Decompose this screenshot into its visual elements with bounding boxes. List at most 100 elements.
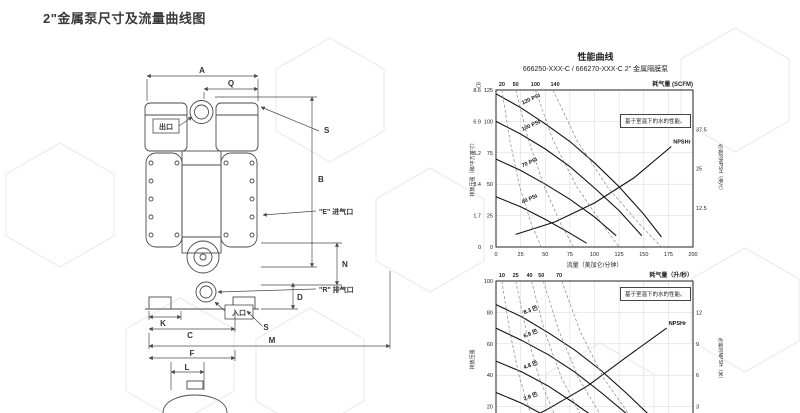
top-tick-label: 20 xyxy=(499,82,505,88)
dim-label-d: D xyxy=(297,293,303,302)
series-50 xyxy=(542,280,600,413)
plot-frame xyxy=(495,89,694,248)
series-140 xyxy=(552,89,662,248)
dimension-labels: A Q S B "E" 进气口 N "R" 排气口 D K C 入口 S M F… xyxy=(159,66,354,372)
dim-label-q: Q xyxy=(228,79,234,88)
y-tick-label: 60 xyxy=(487,342,493,348)
y-tick-label: 80 xyxy=(487,310,493,316)
performance-chart-us: 性能曲线 666250-XXX-C / 666270-XXX-C 2" 金属隔膜… xyxy=(468,50,724,276)
y-tick-label: 50 xyxy=(487,182,493,188)
series-NPSHr xyxy=(539,327,668,413)
pump-outline xyxy=(144,100,259,413)
series-6.9 巴 xyxy=(495,327,627,413)
chart-note-us: 基于室温下的水的性能。 xyxy=(620,114,691,128)
top-axis-label: 耗气量（升/秒） xyxy=(649,271,693,279)
y-unit2-label: 巴 xyxy=(476,83,481,89)
x-tick-label: 0 xyxy=(494,252,497,258)
chart-title: 性能曲线 xyxy=(577,52,614,62)
y-bar-tick-label: 8.6 xyxy=(473,88,481,94)
chart-note-metric: 基于室温下的水的性能。 xyxy=(620,287,691,301)
y-tick-label: 100 xyxy=(484,279,493,285)
series-70 xyxy=(561,280,629,413)
y-tick-label: 75 xyxy=(487,151,493,157)
top-tick-label: 50 xyxy=(538,273,544,279)
series-40 xyxy=(531,280,581,413)
port-label-inlet: 入口 xyxy=(231,309,246,317)
plot-frame xyxy=(495,280,694,413)
y-bar-tick-label: 0 xyxy=(478,245,481,251)
x-axis-label: 流量（美加仑/分钟） xyxy=(567,261,623,269)
y-axis-label: 排放压强 xyxy=(469,349,476,369)
pump-dimension-diagram: A Q S B "E" 进气口 N "R" 排气口 D K C 入口 S M F… xyxy=(144,66,391,413)
y2-axis-label: 必需的NPSH（米） xyxy=(717,338,723,382)
y-tick-label: 125 xyxy=(484,88,493,94)
port-label-e: "E" 进气口 xyxy=(319,207,353,216)
x-tick-label: 150 xyxy=(639,252,648,258)
top-tick-label: 140 xyxy=(551,82,560,88)
dim-label-l: L xyxy=(185,363,190,372)
x-tick-label: 25 xyxy=(518,252,524,258)
npsh-tick-label: 12 xyxy=(696,310,702,316)
y-bar-tick-label: 6.9 xyxy=(473,119,481,125)
y-tick-label: 40 xyxy=(487,373,493,379)
y-tick-label: 20 xyxy=(487,405,493,411)
dim-label-b: B xyxy=(318,175,324,184)
series-50 xyxy=(515,89,575,248)
top-axis-label: 耗气量 (SCFM) xyxy=(652,80,693,88)
page-title: 2"金属泵尺寸及流量曲线图 xyxy=(43,11,206,26)
dim-label-a: A xyxy=(199,66,205,75)
npsh-tick-label: 37.5 xyxy=(696,127,707,133)
x-tick-label: 125 xyxy=(615,252,624,258)
series-label: NPSHr xyxy=(669,321,687,327)
top-tick-label: 100 xyxy=(531,82,540,88)
npsh-tick-label: 3 xyxy=(696,405,699,411)
series-label: 8.3 巴 xyxy=(522,303,539,316)
chart-canvas-metric: 100806040200129631025405070耗气量（升/秒）8.3 巴… xyxy=(469,271,724,413)
series-25 xyxy=(515,280,555,413)
npsh-tick-label: 6 xyxy=(696,373,699,379)
y-axis-label: 排放压强（磅/平方英寸） xyxy=(469,140,476,196)
performance-chart-metric: 100806040200129631025405070耗气量（升/秒）8.3 巴… xyxy=(468,265,724,413)
series-8.3 巴 xyxy=(495,304,648,413)
dim-label-n: N xyxy=(342,260,348,269)
series-20 xyxy=(501,89,542,248)
x-tick-label: 100 xyxy=(590,252,599,258)
npsh-tick-label: 25 xyxy=(696,167,702,173)
series-120 PSI xyxy=(495,93,662,238)
y-bar-tick-label: 3.4 xyxy=(473,182,481,188)
port-label-r: "R" 排气口 xyxy=(319,285,354,294)
npsh-tick-label: 12.5 xyxy=(696,206,707,212)
dim-label-f: F xyxy=(190,349,195,358)
y-tick-label: 0 xyxy=(490,245,493,251)
top-tick-label: 70 xyxy=(556,273,562,279)
dim-label-s-bottom: S xyxy=(263,323,269,332)
x-tick-label: 175 xyxy=(664,252,673,258)
top-tick-label: 40 xyxy=(526,273,532,279)
series-100 PSI xyxy=(495,120,643,237)
series-label: 2.8 巴 xyxy=(522,390,539,403)
dim-label-m: M xyxy=(269,336,276,345)
top-tick-label: 25 xyxy=(513,273,519,279)
series-70 PSI xyxy=(495,158,617,237)
x-tick-label: 50 xyxy=(542,252,548,258)
top-tick-label: 50 xyxy=(513,82,519,88)
series-NPSHr xyxy=(515,146,672,235)
y2-axis-label: 必需的NPSH（英尺） xyxy=(717,144,723,193)
x-tick-label: 75 xyxy=(567,252,573,258)
top-tick-label: 10 xyxy=(499,273,505,279)
y-tick-label: 25 xyxy=(487,214,493,220)
port-label-boxes xyxy=(152,118,254,320)
dim-label-c: C xyxy=(187,331,193,340)
chart-canvas-us: 1258.61006.9755.2503.4251.700巴37.52512.5… xyxy=(469,80,724,269)
series-label: 6.9 巴 xyxy=(522,327,539,340)
dim-label-s-top: S xyxy=(324,126,330,135)
series-40 PSI xyxy=(495,196,587,244)
y-bar-tick-label: 1.7 xyxy=(473,214,481,220)
npsh-tick-label: 9 xyxy=(696,342,699,348)
y-bar-tick-label: 5.2 xyxy=(473,151,481,157)
dim-label-k: K xyxy=(160,319,166,328)
x-tick-label: 200 xyxy=(688,252,697,258)
dimension-lines xyxy=(146,73,391,390)
inlet-label-box xyxy=(224,304,254,320)
